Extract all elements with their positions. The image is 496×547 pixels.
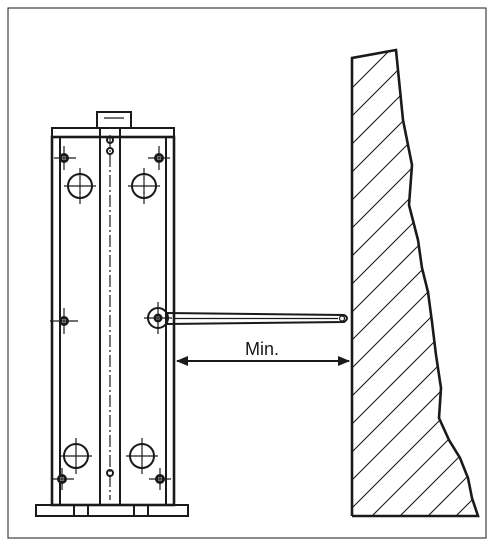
radiator-unit bbox=[35, 111, 189, 517]
port-lower-left bbox=[60, 438, 92, 474]
port-upper-left bbox=[64, 168, 96, 204]
minimum-clearance-dimension: Min. bbox=[173, 336, 350, 370]
bolt-bottom-left bbox=[52, 468, 74, 490]
wall bbox=[350, 48, 480, 518]
top-cap bbox=[51, 127, 175, 138]
bolt-bottom-right bbox=[149, 468, 171, 490]
wrench bbox=[144, 302, 348, 334]
dimension-label: Min. bbox=[245, 339, 279, 359]
border-frame bbox=[7, 7, 487, 539]
bolt-middle-left bbox=[50, 308, 78, 334]
bolt-top-left bbox=[54, 146, 76, 170]
top-stub bbox=[96, 111, 132, 129]
port-upper-right bbox=[128, 168, 160, 204]
wall-outline bbox=[350, 48, 480, 518]
bolt-top-right bbox=[148, 146, 170, 170]
base-plate bbox=[35, 504, 189, 517]
port-lower-right bbox=[126, 438, 158, 474]
